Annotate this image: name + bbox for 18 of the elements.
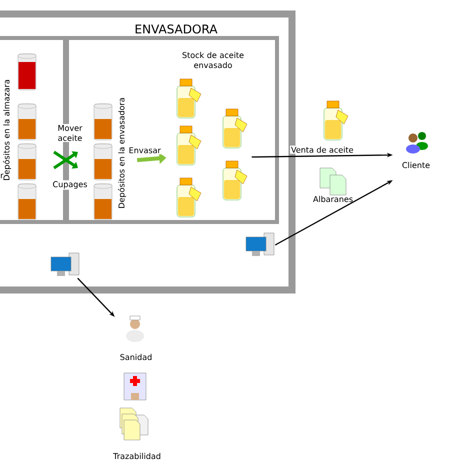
node-label: Sanidad xyxy=(120,354,152,360)
edge-label: Venta de aceite xyxy=(291,146,354,153)
node-label: Trazabilidad xyxy=(113,452,160,460)
cut-text: r xyxy=(0,174,4,178)
document-node: Trazabilidad xyxy=(113,408,160,460)
document-node: Albaranes xyxy=(313,168,353,202)
stock-node: Stock de aceite envasado xyxy=(176,52,248,218)
node-label: Cupages xyxy=(52,180,88,190)
nurse-node: Sanidad xyxy=(120,316,152,360)
computer-icon xyxy=(50,252,80,276)
tank-column-drawing xyxy=(94,103,112,220)
node-label: Albaranes xyxy=(313,196,353,202)
computer-icon xyxy=(246,232,274,256)
person-node: Cliente xyxy=(402,132,430,168)
node-label: Cliente xyxy=(402,162,430,168)
node-label: Mover aceite xyxy=(53,124,87,142)
edge-label: Envasar xyxy=(129,147,161,154)
node-label: Stock de aceite envasado xyxy=(182,52,244,68)
